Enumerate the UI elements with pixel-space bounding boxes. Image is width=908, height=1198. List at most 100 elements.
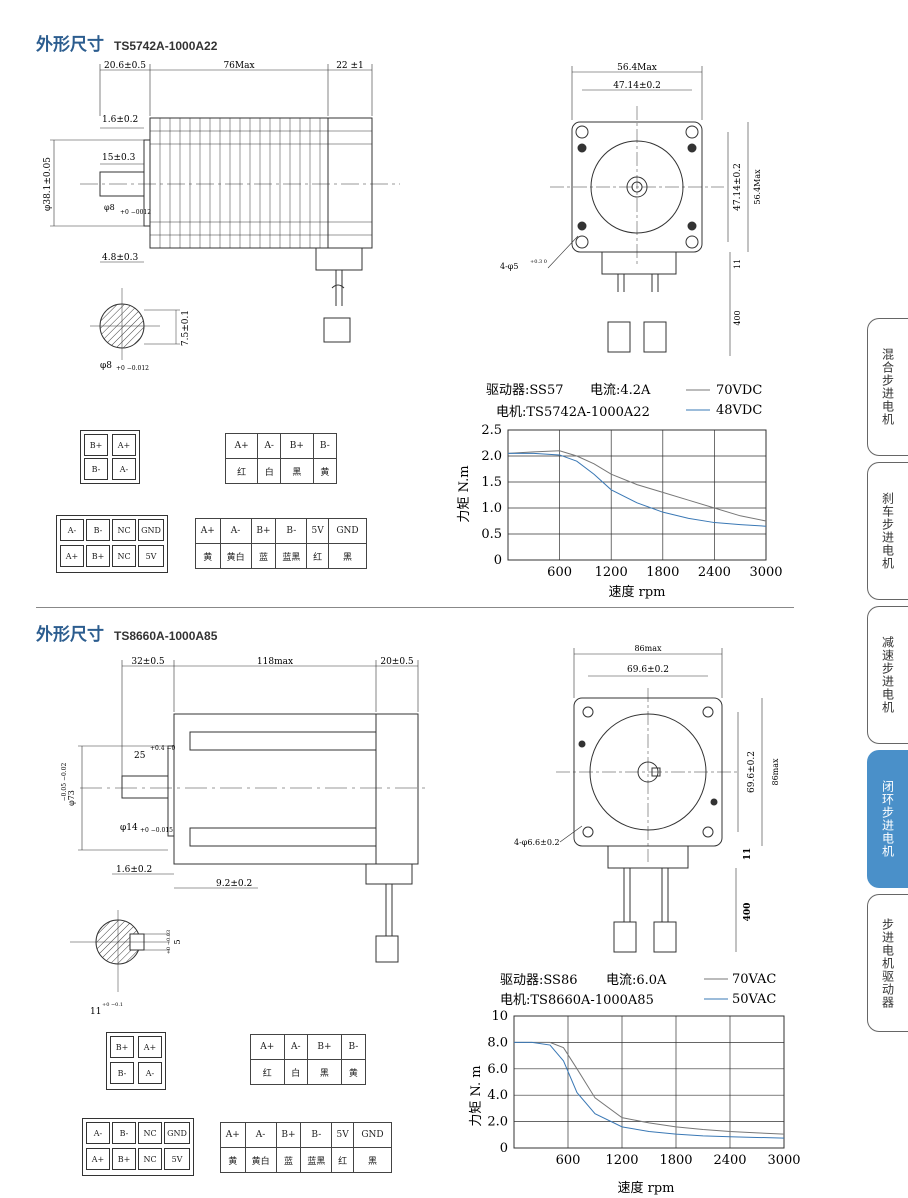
m2-front-hole: 69.6±0.2 [627,665,669,675]
chart1-xlabel: 速度 rpm [609,584,666,600]
chart1-xtick: 1800 [646,565,679,580]
front-dim-holes: 4-φ5 [500,262,518,271]
chart1-ytick: 0 [494,553,502,568]
legend1-label-0: 70VDC [716,383,762,398]
chart1-frame [507,429,767,561]
dim-body: 76Max [223,61,254,71]
tab-hybrid-stepper[interactable]: 混合步进电机 [867,318,908,456]
m2-tol-dia: −0.05 −0.02 [61,762,68,801]
legend1-label-1: 48VDC [716,403,762,418]
chart1-ylabel: 力矩 N.m [457,465,472,522]
chart1-ytick: 2.0 [481,449,502,464]
chart2-xtick: 3000 [767,1153,800,1168]
chart2-series-0 [514,1041,785,1135]
dim-right: 22 ±1 [336,61,364,71]
m2-dim-flange: 1.6±0.2 [116,865,152,875]
dim-shaft: 15±0.3 [102,153,136,163]
chart1-ytick: 1.5 [481,475,502,490]
dim-dia: φ38.1±0.05 [43,157,53,211]
front-dim-h: 56.4Max [753,169,762,205]
chart2-xlabel: 速度 rpm [618,1180,675,1196]
connector-8pin-1: A- B- NC GND A+ B+ NC 5V [56,507,168,573]
tab-stepper-driver[interactable]: 步进电机驱动器 [867,894,908,1032]
chart2-current: 电流:6.0A [606,973,667,988]
wire-table-4-2: A+A-B+B- 红白黑黄 [250,1034,367,1085]
chart1-xtick: 2400 [698,565,731,580]
tab-gear-stepper[interactable]: 减速步进电机 [867,606,908,744]
connector-4pin-2: B+ A+ B- A- [106,1026,168,1092]
chart2-xtick: 1200 [605,1153,638,1168]
m2-dim-92: 9.2±0.2 [216,879,252,889]
chart2-ytick: 8.0 [487,1035,508,1050]
connector-8pin-2: A- B- NC GND A+ B+ NC 5V [82,1108,194,1176]
chart1-xtick: 3000 [749,565,782,580]
m2-front-h: 86max [771,758,780,786]
m2-dim-body: 118max [257,657,293,667]
m2-front-holes: 4-φ6.6±0.2 [514,838,560,847]
m2-11: 11 [90,1007,101,1017]
chart2-ytick: 10 [491,1009,508,1024]
m2-dim-right: 20±0.5 [380,657,414,667]
legend2-label-1: 50VAC [732,992,776,1007]
chart2-series-1 [514,1041,785,1139]
torque-chart-2: 驱动器:SS86 电流:6.0A 电机:TS8660A-1000A85 70VA… [469,972,801,1196]
m2-key: 5 [173,939,182,944]
m2-tol-shaft: +0.4 −0 [150,745,176,752]
motor2-front-drawing: 86max 69.6±0.2 69.6±0.2 86max 4-φ6.6±0.2… [514,644,780,953]
chart1-ytick: 0.5 [481,527,502,542]
wire-table-4-1: A+A-B+B- 红白黑黄 [224,433,338,484]
connector-4pin-1: B+ A+ B- A- [80,424,142,484]
torque-chart-1: 驱动器:SS57 电流:4.2A 电机:TS5742A-1000A22 70VD… [457,383,783,600]
chart1-driver: 驱动器:SS57 [486,383,564,398]
m2-key-tol: +0 −0.03 [166,930,172,954]
shaft-flat: 7.5±0.1 [181,310,191,346]
front-tol-holes: +0.3 0 [530,259,547,265]
chart1-ytick: 2.5 [481,423,502,438]
dim-bottom: 4.8±0.3 [102,253,138,263]
chart1-current: 电流:4.2A [590,383,651,398]
chart1-xtick: 600 [547,565,572,580]
front-dim-hole-v: 47.14±0.2 [733,163,743,211]
chart1-motor: 电机:TS5742A-1000A22 [496,405,650,420]
legend2-label-0: 70VAC [732,972,776,987]
chart2-xtick: 2400 [713,1153,746,1168]
m2-dim-shaft: 25 [134,751,146,761]
m2-front-hole-v: 69.6±0.2 [747,751,757,793]
chart2-ytick: 6.0 [487,1062,508,1077]
chart2-xtick: 1800 [659,1153,692,1168]
front-dim-400: 400 [733,310,742,325]
chart1-series-0 [507,450,767,522]
tab-closed-loop-stepper[interactable]: 闭环步进电机 [867,750,908,888]
m2-tol-shaftdia: +0 −0.015 [140,827,173,834]
m2-11-tol: +0 −0.1 [102,1002,123,1008]
chart2-ytick: 0 [500,1141,508,1156]
chart1-ytick: 1.0 [481,501,502,516]
chart2-xtick: 600 [556,1153,581,1168]
front-dim-hole: 47.14±0.2 [613,81,661,91]
m2-dim-dia: φ73 [67,790,76,806]
motor2-side-drawing: 32±0.5 118max 20±0.5 25 +0.4 −0 φ73 −0.0… [61,657,430,1017]
tab-brake-stepper[interactable]: 刹车步进电机 [867,462,908,600]
m2-dim-left: 32±0.5 [131,657,165,667]
chart2-frame [513,1015,785,1149]
chart2-ylabel: 力矩 N. m [469,1065,484,1126]
chart1-xtick: 1200 [595,565,628,580]
front-dim-11: 11 [733,259,742,269]
front-dim-w: 56.4Max [617,63,657,73]
dim-flange: 1.6±0.2 [102,115,138,125]
shaft-tol: +0 −0.012 [116,365,149,372]
motor1-side-drawing: 20.6±0.5 76Max 22 ±1 1.6±0.2 15±0.3 φ8 +… [43,61,400,372]
m2-front-400: 400 [743,903,753,922]
chart2-driver: 驱动器:SS86 [500,973,578,988]
chart2-ytick: 4.0 [487,1088,508,1103]
section-2-model: TS8660A-1000A85 [114,629,218,643]
dim-left: 20.6±0.5 [104,61,146,71]
chart1-series-1 [508,452,767,527]
m2-front-w: 86max [634,644,662,653]
dim-shaftdia: φ8 [104,203,115,212]
chart2-ytick: 2.0 [487,1115,508,1130]
m2-front-11: 11 [743,848,753,861]
